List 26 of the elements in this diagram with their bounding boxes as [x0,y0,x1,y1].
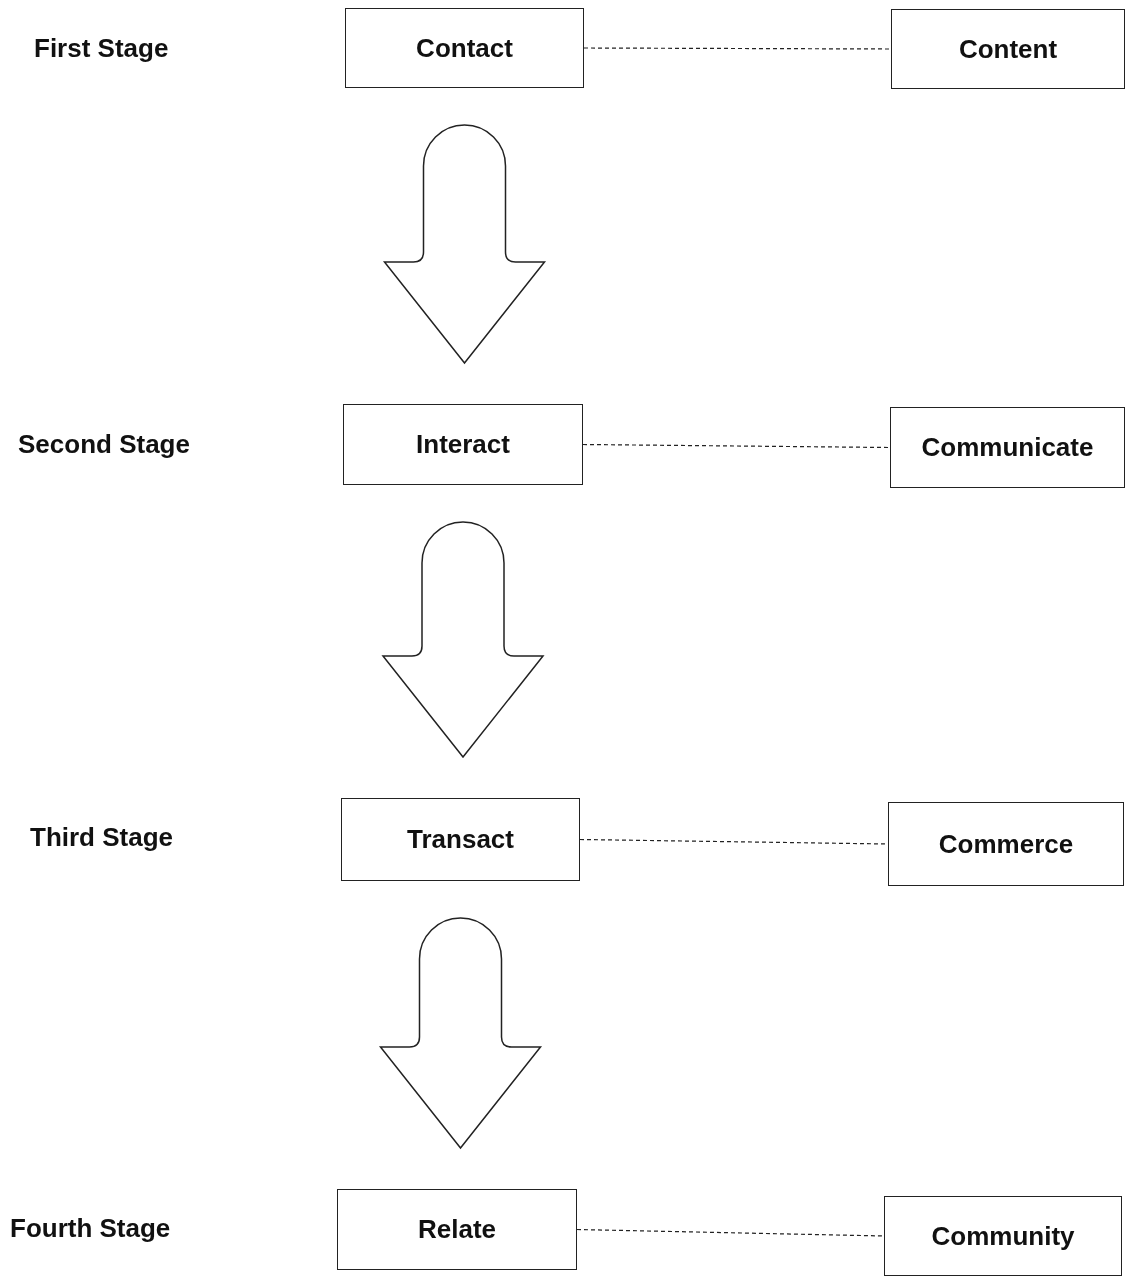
stage-box [337,1189,577,1270]
box-label: Interact [416,429,510,460]
box-label: Content [958,33,1058,65]
box-label: Contact [416,32,513,64]
block-arrow [382,521,544,758]
stage-box [343,404,583,485]
block-arrow [379,917,542,1149]
block-arrow [383,124,546,364]
box-label: Community [931,1220,1075,1252]
stage-box [890,407,1125,488]
box-label: Commerce [938,828,1074,860]
stage-label: First Stage [34,32,169,64]
dashed-connector [583,47,892,50]
box-label: Transact [407,824,514,855]
stage-label: Second Stage [18,428,190,460]
box-label: Relate [417,1214,496,1245]
stage-box [891,9,1125,89]
dashed-connector [582,443,891,449]
stage-label: Third Stage [30,821,173,853]
stage-box [884,1196,1122,1276]
box-label: Communicate [921,432,1094,463]
stage-box [888,802,1124,886]
stage-box [345,8,584,88]
stage-box [341,798,580,881]
stage-label: Fourth Stage [10,1212,171,1244]
dashed-connector [576,1228,885,1237]
